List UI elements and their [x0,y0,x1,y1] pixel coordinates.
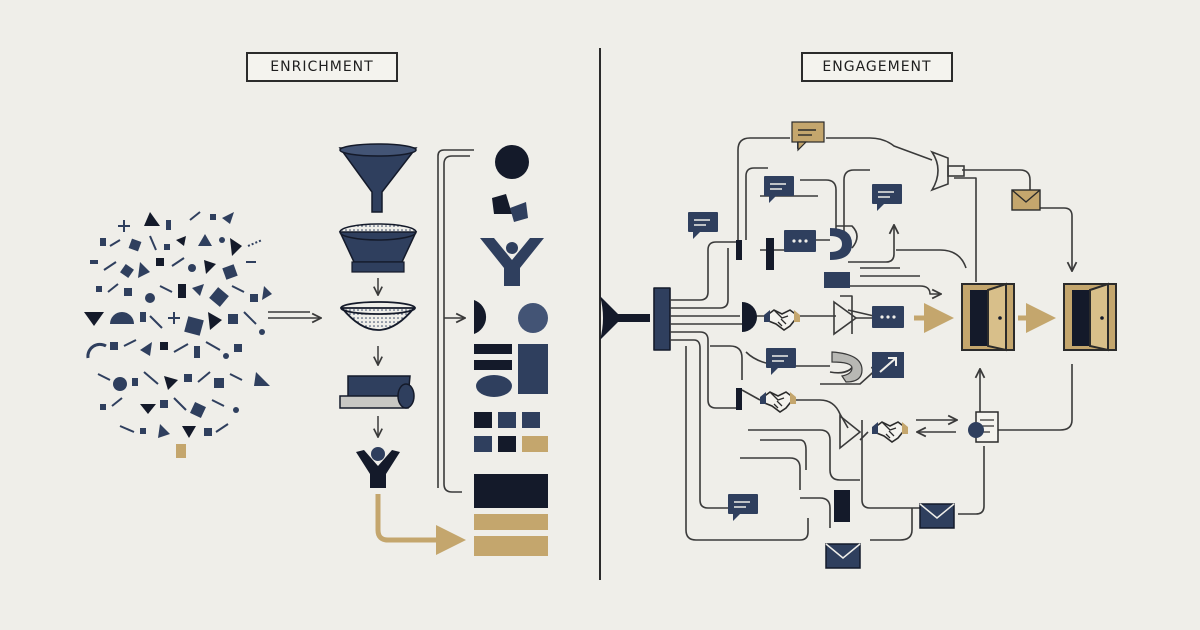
engagement-network [653,137,1072,541]
handshake-icon [759,391,797,413]
chat-bubble-icon-gold [791,121,825,152]
open-door-icon [961,283,1015,351]
document-icon [968,411,999,443]
typing-dots-icon [872,306,904,328]
handshake-icon [763,309,801,331]
panel-label-engagement: ENGAGEMENT [801,52,953,82]
envelope-icon [825,543,861,569]
typing-dots-icon [784,230,816,252]
y-sorter-icon [356,447,400,488]
scattered-data-shapes [84,211,272,458]
chat-bubble-icon [763,175,795,204]
connector-blocks [736,150,965,522]
envelope-icon-gold [1011,189,1041,211]
open-door-icon [1063,283,1117,351]
handshake-icon [871,421,909,443]
panel-label-enrichment: ENRICHMENT [246,52,398,82]
chat-bubble-icon [727,493,759,522]
roller-icon [339,375,415,436]
chat-bubble-icon [687,211,719,240]
sieve-icon [338,223,418,294]
gold-output-path [375,494,466,555]
chat-bubble-icon [871,183,903,212]
arrow-to-pipeline [268,311,320,318]
organized-shapes [474,145,548,556]
bridge-arrow [600,296,650,340]
feedback-bracket [437,149,474,493]
chat-bubble-icon [765,347,797,376]
send-icon [872,352,904,378]
strainer-icon [340,301,416,364]
funnel-icon [338,143,418,213]
envelope-icon [919,503,955,529]
